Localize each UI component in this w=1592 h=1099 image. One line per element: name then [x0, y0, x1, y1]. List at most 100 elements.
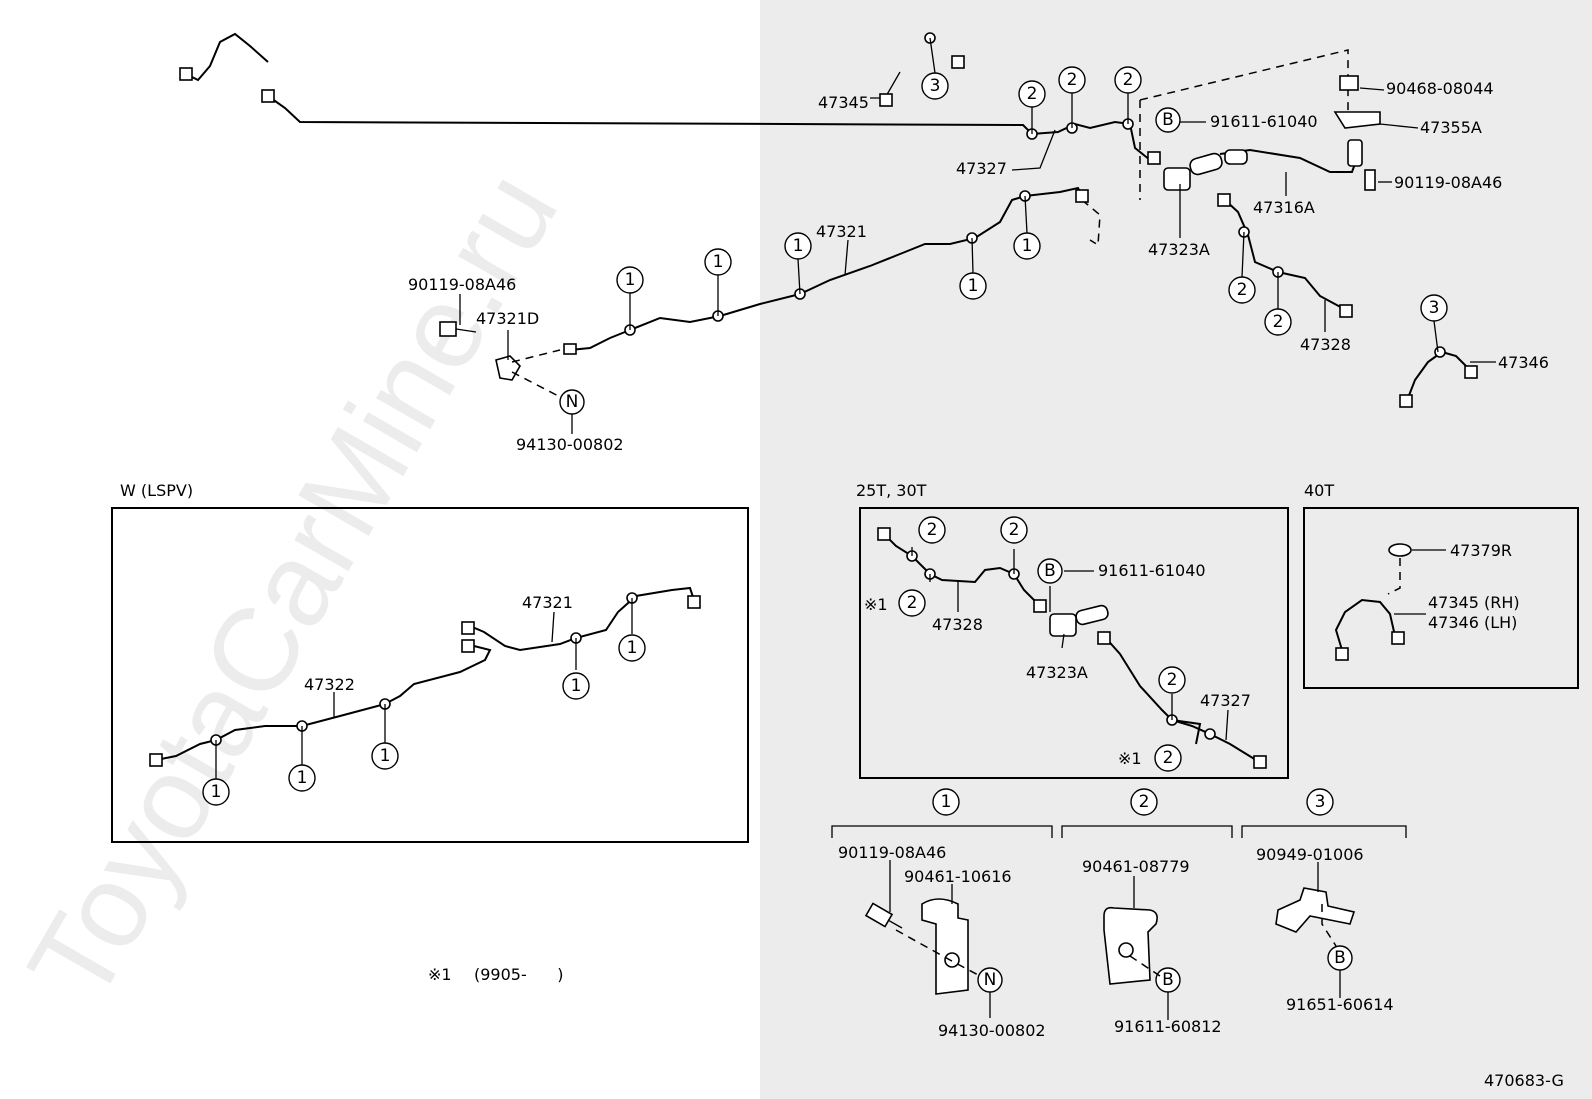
lspv-label-47322: 47322 [304, 675, 355, 694]
svg-text:2: 2 [1139, 792, 1150, 812]
label-47345: 47345 [818, 93, 869, 112]
svg-text:N: N [566, 392, 579, 412]
label-94130-00802: 94130-00802 [516, 435, 624, 454]
svg-text:2: 2 [1163, 748, 1174, 768]
svg-text:1: 1 [380, 746, 391, 766]
label-47327: 47327 [956, 159, 1007, 178]
lspv-callout-1-a: 1 [202, 778, 230, 806]
svg-text:2: 2 [1123, 70, 1134, 90]
label-47355A: 47355A [1420, 118, 1482, 137]
svg-text:2: 2 [1067, 70, 1078, 90]
box-25t-callout-b: B [1037, 558, 1063, 584]
clamp2-label-90461-08779: 90461-08779 [1082, 857, 1190, 876]
lspv-callout-1-d: 1 [562, 672, 590, 700]
clamp3-label-91651-60614: 91651-60614 [1286, 995, 1394, 1014]
box-25t-title: 25T, 30T [856, 481, 927, 500]
lspv-callout-1-e: 1 [618, 634, 646, 662]
lspv-label-47321: 47321 [522, 593, 573, 612]
box-25t-label-47328: 47328 [932, 615, 983, 634]
callout-n-main: N [559, 389, 585, 415]
svg-text:2: 2 [1027, 84, 1038, 104]
callout-1-c: 1 [784, 232, 812, 260]
clamp-callout-1: 1 [932, 788, 960, 816]
box-25t [859, 507, 1289, 779]
box-40t-label-47345-rh: 47345 (RH) [1428, 593, 1520, 612]
clamp1-label-90461-10616: 90461-10616 [904, 867, 1012, 886]
box-25t-lines [877, 527, 1267, 769]
drawing-number: 470683-G [1484, 1071, 1564, 1090]
lspv-callout-1-c: 1 [371, 742, 399, 770]
svg-text:2: 2 [1167, 670, 1178, 690]
box-25t-callouts: 2 2 B 2 2 2 [898, 516, 1186, 772]
clamp3-callout-b: B [1327, 945, 1353, 971]
svg-text:N: N [984, 970, 997, 990]
clamp2-label-91611-60812: 91611-60812 [1114, 1017, 1222, 1036]
box-40t-lines [1334, 543, 1446, 661]
svg-text:B: B [1162, 970, 1174, 990]
footnote-mark: ※1 [428, 965, 452, 984]
clamp-group-callouts: 1 2 3 N B B [932, 788, 1353, 993]
svg-text:1: 1 [968, 276, 979, 296]
callout-2-a: 2 [1018, 80, 1046, 108]
clamp1-callout-n: N [977, 967, 1003, 993]
label-47321D: 47321D [476, 309, 539, 328]
label-90468-08044: 90468-08044 [1386, 79, 1494, 98]
callout-1-e: 1 [1013, 232, 1041, 260]
lspv-box-title: W (LSPV) [120, 481, 193, 500]
svg-text:1: 1 [297, 768, 308, 788]
svg-text:B: B [1334, 948, 1346, 968]
box-25t-callout-2-b: 2 [1000, 516, 1028, 544]
callout-3-47345: 3 [921, 72, 949, 100]
box-25t-note-2: ※1 [1118, 749, 1142, 768]
svg-text:B: B [1044, 561, 1056, 581]
svg-text:2: 2 [907, 593, 918, 613]
lspv-lines [149, 586, 701, 780]
label-47328: 47328 [1300, 335, 1351, 354]
label-47316A: 47316A [1253, 198, 1315, 217]
clamp-callout-2: 2 [1130, 788, 1158, 816]
box-25t-label-47327: 47327 [1200, 691, 1251, 710]
svg-text:2: 2 [1009, 520, 1020, 540]
callout-2-e: 2 [1264, 308, 1292, 336]
svg-text:2: 2 [1273, 312, 1284, 332]
clamp-group-brackets [831, 825, 1407, 838]
label-90119-08A46-upper: 90119-08A46 [1394, 173, 1502, 192]
box-25t-label-91611-61040: 91611-61040 [1098, 561, 1206, 580]
clamp1-label-90119-08A46: 90119-08A46 [838, 843, 946, 862]
box-40t-label-47379R: 47379R [1450, 541, 1512, 560]
box-40t-label-47346-lh: 47346 (LH) [1428, 613, 1517, 632]
callout-1-d: 1 [959, 272, 987, 300]
clamp-3-drawing [1275, 862, 1356, 998]
lspv-callout-1-b: 1 [288, 764, 316, 792]
clamp-callout-3: 3 [1306, 788, 1334, 816]
footnote-range: (9905- ) [474, 965, 564, 984]
main-part-labels: 47345 47327 90468-08044 91611-61040 4735… [408, 79, 1549, 454]
svg-text:1: 1 [793, 236, 804, 256]
box-25t-callout-2-e: 2 [1154, 744, 1182, 772]
box-40t [1303, 507, 1579, 689]
svg-text:1: 1 [1022, 236, 1033, 256]
svg-text:2: 2 [1237, 280, 1248, 300]
callout-3-47346: 3 [1420, 294, 1448, 322]
callout-2-b: 2 [1058, 66, 1086, 94]
svg-text:1: 1 [941, 792, 952, 812]
box-25t-callout-2-d: 2 [1158, 666, 1186, 694]
svg-text:3: 3 [1315, 792, 1326, 812]
clamp1-label-94130-00802: 94130-00802 [938, 1021, 1046, 1040]
svg-text:1: 1 [713, 252, 724, 272]
main-brake-lines [179, 32, 1478, 408]
box-25t-callout-2-a: 2 [918, 516, 946, 544]
svg-text:1: 1 [625, 270, 636, 290]
clamp2-callout-b: B [1155, 967, 1181, 993]
lspv-callouts: 1 1 1 1 1 [202, 634, 646, 806]
box-40t-title: 40T [1304, 481, 1334, 500]
box-25t-note-1: ※1 [864, 595, 888, 614]
clamp-1-drawing [864, 860, 991, 1018]
svg-text:1: 1 [627, 638, 638, 658]
callout-1-a: 1 [616, 266, 644, 294]
callout-2-c: 2 [1114, 66, 1142, 94]
svg-text:3: 3 [930, 76, 941, 96]
clamp-2-drawing [1103, 876, 1169, 1020]
box-25t-callout-2-c: 2 [898, 589, 926, 617]
